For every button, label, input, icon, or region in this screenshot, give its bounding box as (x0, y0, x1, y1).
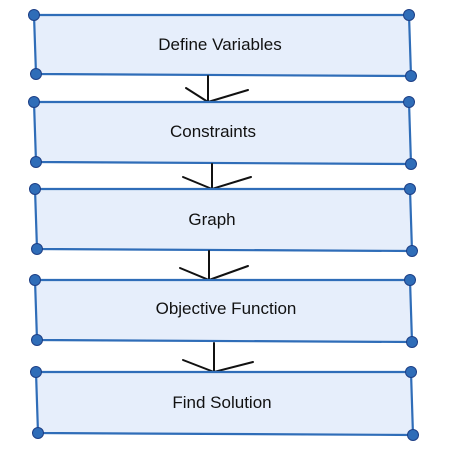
corner-handle[interactable] (32, 427, 44, 439)
corner-handle[interactable] (404, 274, 416, 286)
corner-handle[interactable] (31, 334, 43, 346)
corner-handle[interactable] (31, 243, 43, 255)
corner-handle[interactable] (30, 68, 42, 80)
step-label: Constraints (170, 122, 256, 141)
step-define-variables[interactable]: Define Variables (28, 9, 417, 82)
corner-handle[interactable] (29, 183, 41, 195)
corner-handle[interactable] (29, 274, 41, 286)
corner-handle[interactable] (405, 158, 417, 170)
step-find-solution[interactable]: Find Solution (30, 366, 419, 441)
corner-handle[interactable] (405, 366, 417, 378)
step-objective-function[interactable]: Objective Function (29, 274, 418, 348)
corner-handle[interactable] (404, 183, 416, 195)
corner-handle[interactable] (28, 9, 40, 21)
corner-handle[interactable] (30, 366, 42, 378)
step-graph[interactable]: Graph (29, 183, 418, 257)
corner-handle[interactable] (406, 336, 418, 348)
corner-handle[interactable] (407, 429, 419, 441)
step-label: Graph (188, 210, 235, 229)
flow-arrow (182, 342, 254, 374)
corner-handle[interactable] (403, 9, 415, 21)
flow-arrow (185, 75, 249, 104)
flow-arrow (182, 163, 252, 191)
step-constraints[interactable]: Constraints (28, 96, 417, 170)
step-label: Find Solution (172, 393, 271, 412)
corner-handle[interactable] (28, 96, 40, 108)
step-label: Objective Function (156, 299, 297, 318)
step-label: Define Variables (158, 35, 281, 54)
corner-handle[interactable] (406, 245, 418, 257)
flow-arrow (179, 250, 249, 282)
corner-handle[interactable] (30, 156, 42, 168)
corner-handle[interactable] (405, 70, 417, 82)
corner-handle[interactable] (403, 96, 415, 108)
